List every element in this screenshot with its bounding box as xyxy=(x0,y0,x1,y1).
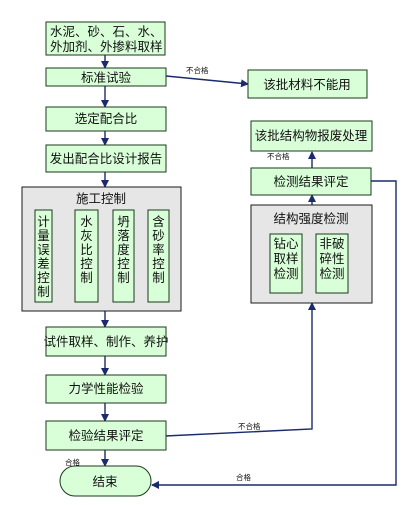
svg-text:坍: 坍 xyxy=(117,214,130,229)
control-column-sand-ratio: 含 砂 率 控 制 xyxy=(147,209,170,303)
svg-text:误: 误 xyxy=(37,242,50,257)
control-column-slump: 坍 落 度 控 制 xyxy=(112,209,135,303)
edge-label-fail-inspect: 不合格 xyxy=(267,151,290,161)
svg-text:制: 制 xyxy=(117,270,130,285)
svg-text:检测: 检测 xyxy=(273,266,298,281)
node-raw-materials: 水泥、砂、石、水、 外加剂、外掺料取样 xyxy=(45,21,166,56)
node-inspect-eval: 检测结果评定 xyxy=(250,167,372,196)
node-mix-report: 发出配合比设计报告 xyxy=(45,144,167,173)
svg-text:度: 度 xyxy=(117,242,130,257)
node-select-mix: 选定配合比 xyxy=(45,106,167,132)
svg-text:控: 控 xyxy=(152,256,165,271)
edge-label-pass-inspect: 合格 xyxy=(236,472,251,482)
arrow-eval-fail xyxy=(164,302,316,437)
control-column-water-cement: 水 灰 比 控 制 xyxy=(74,209,99,303)
strength-item-core-drilling: 钻心 取样 检测 xyxy=(269,233,303,294)
svg-text:落: 落 xyxy=(117,228,130,243)
svg-text:计: 计 xyxy=(37,214,50,229)
svg-text:砂: 砂 xyxy=(152,228,165,243)
node-construction-control: 施工控制 计 量 误 差 控 制 水 灰 比 控 制 坍 落 度 控 制 xyxy=(21,186,182,312)
node-test-eval: 检验结果评定 xyxy=(45,420,167,451)
svg-text:控: 控 xyxy=(80,256,93,271)
svg-text:量: 量 xyxy=(37,228,50,243)
svg-text:差: 差 xyxy=(37,256,50,271)
svg-text:灰: 灰 xyxy=(80,228,93,243)
node-specimen: 试件取样、制作、养护 xyxy=(43,326,169,357)
svg-text:水: 水 xyxy=(80,214,93,229)
edge-label-pass-eval: 合格 xyxy=(65,457,80,467)
svg-text:标准试验: 标准试验 xyxy=(81,70,132,85)
node-end: 结束 xyxy=(59,465,152,497)
strength-item-non-destructive: 非破 碎性 检测 xyxy=(315,233,349,294)
node-scrap: 该批结构物报废处理 xyxy=(250,120,373,152)
svg-text:钻心: 钻心 xyxy=(273,236,299,251)
svg-text:非破: 非破 xyxy=(319,236,344,251)
svg-text:检测: 检测 xyxy=(319,266,344,281)
svg-text:率: 率 xyxy=(152,242,165,257)
svg-text:碎性: 碎性 xyxy=(319,251,344,266)
svg-text:含: 含 xyxy=(152,214,165,229)
svg-text:比: 比 xyxy=(80,242,93,257)
control-column-metering: 计 量 误 差 控 制 xyxy=(34,209,53,303)
svg-text:检验结果评定: 检验结果评定 xyxy=(68,428,143,443)
svg-text:试件取样、制作、养护: 试件取样、制作、养护 xyxy=(43,334,168,349)
svg-text:该批材料不能用: 该批材料不能用 xyxy=(263,77,351,92)
svg-text:力学性能检验: 力学性能检验 xyxy=(68,381,144,396)
svg-text:制: 制 xyxy=(80,270,93,285)
node-strength-test: 结构强度检测 钻心 取样 检测 非破 碎性 检测 xyxy=(250,204,373,304)
strength-test-title: 结构强度检测 xyxy=(273,211,348,226)
connectors xyxy=(101,55,397,489)
node-standard-test: 标准试验 xyxy=(45,67,167,87)
construction-control-title: 施工控制 xyxy=(76,191,126,206)
svg-text:发出配合比设计报告: 发出配合比设计报告 xyxy=(50,151,163,166)
node-batch-unusable: 该批材料不能用 xyxy=(247,69,368,99)
svg-text:该批结构物报废处理: 该批结构物报废处理 xyxy=(255,128,368,143)
svg-text:取样: 取样 xyxy=(273,251,298,266)
raw-materials-line-1: 水泥、砂、石、水、 xyxy=(50,24,163,39)
svg-text:制: 制 xyxy=(37,284,50,299)
svg-text:选定配合比: 选定配合比 xyxy=(75,111,138,126)
raw-materials-line-2: 外加剂、外掺料取样 xyxy=(50,39,163,54)
node-mechanical-test: 力学性能检验 xyxy=(45,374,167,404)
svg-text:结束: 结束 xyxy=(92,474,118,489)
svg-text:检测结果评定: 检测结果评定 xyxy=(273,174,348,189)
arrow-standard-fail xyxy=(165,75,249,88)
svg-text:制: 制 xyxy=(152,270,165,285)
arrow-inspect-pass xyxy=(151,180,397,489)
edge-label-fail-standard: 不合格 xyxy=(186,65,209,75)
edge-label-fail-eval: 不合格 xyxy=(238,421,261,431)
svg-text:控: 控 xyxy=(37,270,50,285)
svg-text:控: 控 xyxy=(117,256,130,271)
